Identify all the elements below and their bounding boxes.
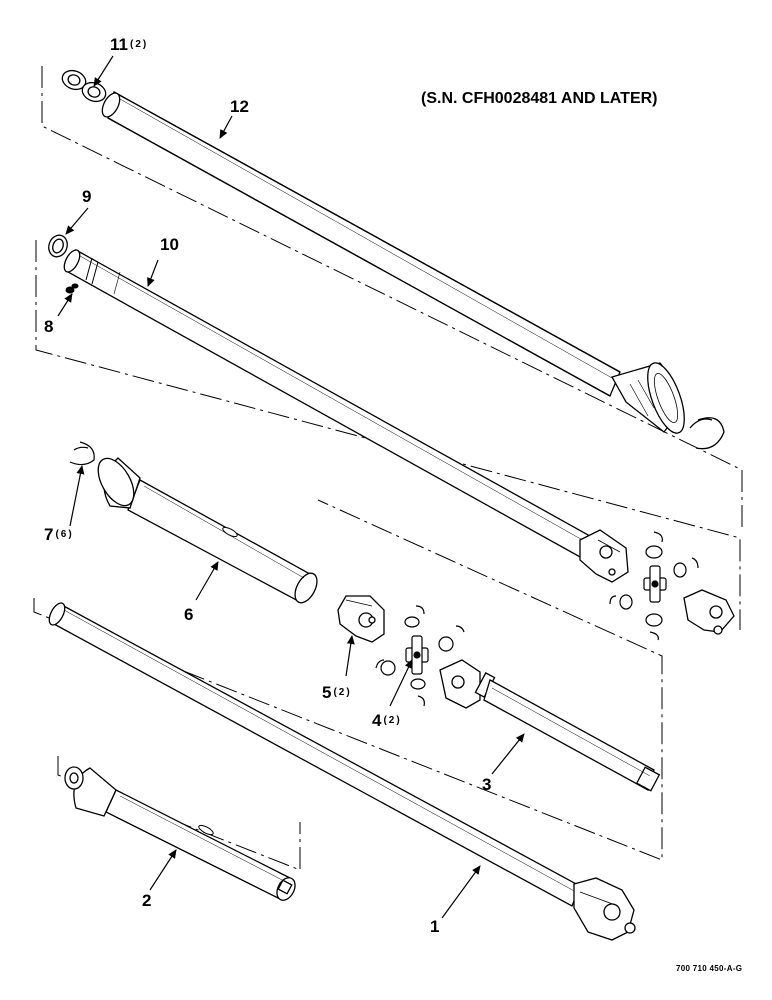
- callout-3: 3: [482, 776, 491, 793]
- leader-arrows: [57, 55, 525, 919]
- callout-quantity: (2): [383, 715, 402, 726]
- callout-11: 11(2): [110, 36, 148, 53]
- callout-2: 2: [142, 892, 151, 909]
- callout-number: 10: [160, 235, 179, 254]
- upper-assembly-frame: [33, 66, 743, 871]
- u-joint-cross-4-upper: [609, 531, 699, 641]
- callout-number: 4: [372, 711, 382, 730]
- inner-shaft-3: [439, 659, 661, 792]
- callout-number: 3: [482, 775, 492, 794]
- callout-quantity: (2): [333, 687, 352, 698]
- callout-5: 5(2): [322, 684, 352, 701]
- callout-number: 8: [44, 317, 54, 336]
- grease-fitting-8: [65, 283, 79, 294]
- tube-yoke-10: [579, 529, 629, 583]
- snap-ring-9: [48, 234, 68, 258]
- callout-8: 8: [44, 318, 53, 335]
- callout-number: 6: [184, 605, 194, 624]
- callout-10: 10: [160, 236, 179, 253]
- guard-half-2: [64, 766, 296, 901]
- callout-number: 1: [430, 917, 440, 936]
- yoke-5: [337, 595, 385, 643]
- callout-4: 4(2): [372, 712, 402, 729]
- yoke-5-right: [683, 589, 735, 635]
- document-number: 700 710 450-A-G: [676, 964, 743, 973]
- callout-number: 5: [322, 683, 332, 702]
- outer-tube-1: [48, 602, 636, 941]
- callout-1: 1: [430, 918, 439, 935]
- callout-9: 9: [82, 188, 91, 205]
- clip-7: [69, 441, 95, 466]
- callout-quantity: (2): [129, 39, 149, 50]
- callout-number: 9: [82, 187, 92, 206]
- callout-number: 11: [110, 35, 128, 54]
- serial-number-note: (S.N. CFH0028481 AND LATER): [421, 90, 658, 107]
- bearing-ring-11: [61, 69, 725, 450]
- callout-number: 2: [142, 891, 152, 910]
- callout-7: 7(6): [44, 526, 74, 543]
- callout-12: 12: [230, 98, 249, 115]
- u-joint-cross-4: [375, 605, 465, 707]
- guard-half-6: [97, 457, 318, 604]
- callout-quantity: (6): [55, 529, 74, 540]
- outer-guard-tube-12: [101, 91, 685, 434]
- callout-number: 7: [44, 525, 54, 544]
- callout-number: 12: [230, 97, 249, 116]
- callout-6: 6: [184, 606, 193, 623]
